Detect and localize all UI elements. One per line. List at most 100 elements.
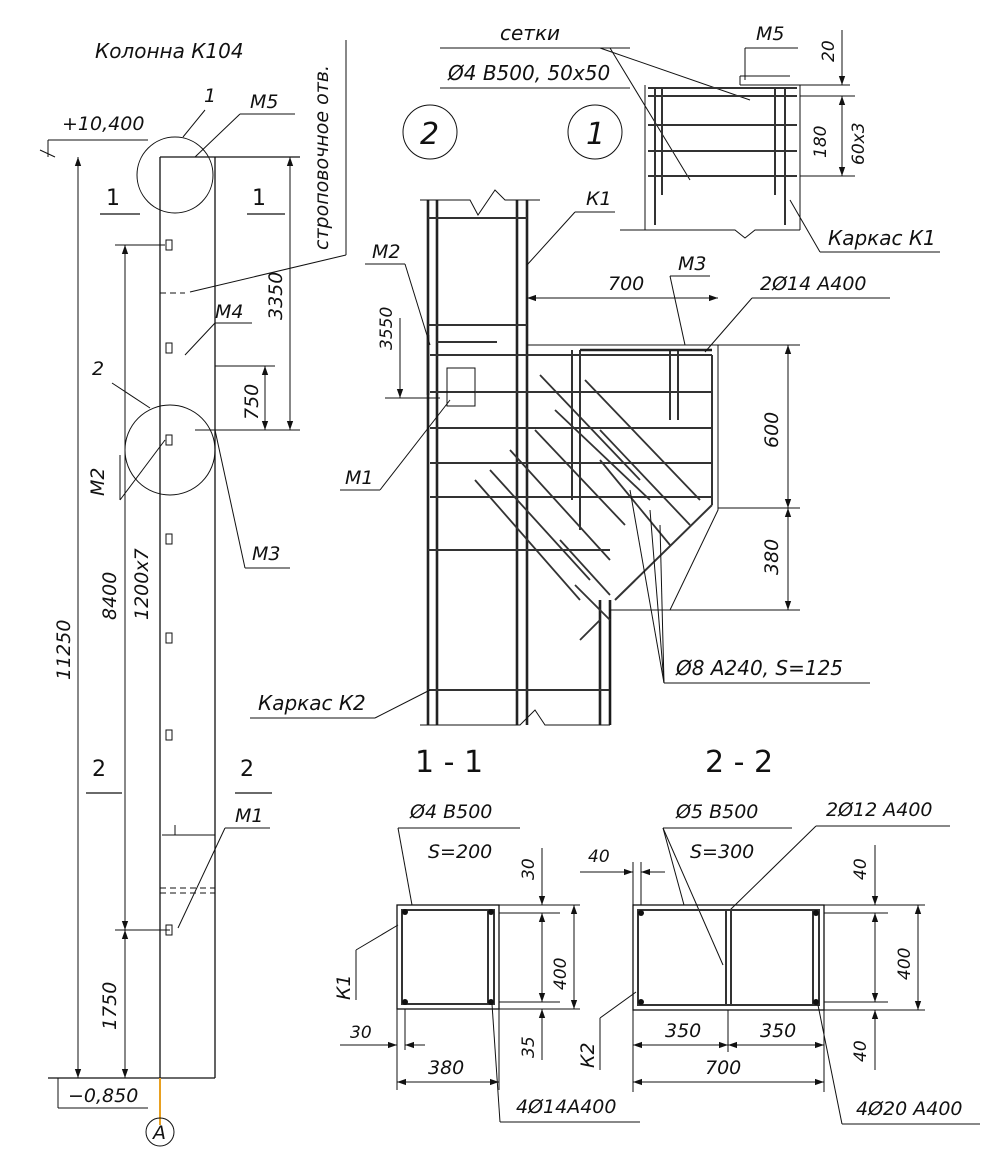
- node-detail: 2 1 сетки Ø4 В500, 50x50 М5: [250, 21, 940, 726]
- detail-circle-2: [124, 404, 216, 496]
- dim-750: 750: [241, 384, 263, 420]
- k1-label: К1: [586, 188, 612, 210]
- m5-leader: [194, 113, 241, 158]
- node-2-circle: [402, 104, 458, 160]
- s11-spec-leader: [397, 827, 413, 906]
- rebar-2d14-leader: [704, 297, 753, 353]
- cut1-right-label: 1: [252, 186, 266, 211]
- node-1-circle: [567, 104, 623, 160]
- s22-rebar-1: [638, 910, 644, 916]
- node-2-label: 2: [420, 117, 439, 152]
- s11-dim-35: 35: [519, 1036, 539, 1058]
- mesh-leader-a: [599, 47, 751, 101]
- s11-step: S=200: [428, 841, 492, 863]
- s11-dim-380: 380: [428, 1057, 464, 1079]
- s22-dim-700: 700: [705, 1057, 741, 1079]
- elev-top-tick2: [39, 149, 56, 158]
- cut1-left-label: 1: [106, 186, 120, 211]
- sling-hole-leader: [189, 254, 347, 293]
- dim-11250: 11250: [53, 620, 75, 680]
- s22-step: S=300: [690, 841, 754, 863]
- s11-dim-30-left: 30: [350, 1023, 372, 1043]
- stirrups-leader-a: [629, 489, 665, 684]
- s11-stirrup: [401, 909, 495, 1005]
- s22-dim-400: 400: [895, 948, 915, 980]
- s11-rebar-4: [488, 999, 494, 1005]
- s22-k2-leader: [599, 991, 637, 1019]
- s22-rebar-2: [813, 910, 819, 916]
- s22-rebar-top: 2Ø12 А400: [826, 799, 933, 821]
- dim-180: 180: [811, 126, 831, 158]
- dim-20: 20: [819, 40, 839, 62]
- m1-label: М1: [235, 805, 263, 827]
- top-mesh-detail: [620, 75, 850, 239]
- dim-600: 600: [761, 412, 783, 448]
- m2-leader: [119, 439, 166, 501]
- m3-label: М3: [252, 543, 280, 565]
- dim-8400: 8400: [99, 572, 121, 620]
- m1-leader: [177, 827, 226, 929]
- dim-60x3: 60x3: [849, 122, 869, 165]
- section-2-2-title: 2 - 2: [705, 745, 773, 780]
- m3-node-leader: [669, 275, 686, 346]
- s11-dim-30-top: 30: [519, 858, 539, 880]
- mesh-leader-b: [609, 47, 691, 181]
- s22-dim-40-bottom: 40: [851, 1040, 871, 1062]
- s22-dim-40-top: 40: [851, 858, 871, 880]
- s22-dim-350b: 350: [760, 1020, 796, 1042]
- callout-1-label: 1: [204, 85, 216, 107]
- elev-top-label: +10,400: [62, 113, 144, 135]
- dim-380: 380: [761, 539, 783, 575]
- s22-rebar-top-leader: [729, 825, 817, 911]
- frame-k1-label: Каркас К1: [828, 226, 936, 250]
- node-column-bars: [420, 189, 612, 726]
- sling-hole-label: строповочное отв.: [311, 65, 333, 250]
- m2-plate: [426, 335, 500, 407]
- m1-node-leader: [379, 399, 451, 491]
- s11-outline: [396, 904, 500, 1010]
- m3-leader: [214, 429, 246, 569]
- m5-label: М5: [250, 91, 278, 113]
- m3-node-label: М3: [678, 253, 706, 275]
- m2-node-leader: [404, 263, 431, 346]
- m4-leader: [184, 322, 216, 356]
- stirrups-leader-c: [659, 524, 665, 684]
- column-title: Колонна К104: [95, 39, 244, 63]
- callout-2-leader: [111, 382, 151, 409]
- dim-700: 700: [608, 273, 644, 295]
- s22-bars-leader: [817, 1004, 843, 1125]
- s22-spec-leader-b: [662, 827, 724, 966]
- cut2-right-label: 2: [240, 757, 254, 782]
- frame-k1-leader: [789, 199, 821, 253]
- dim-1200x7: 1200x7: [131, 548, 153, 620]
- frame-k2-leader: [374, 689, 431, 719]
- s22-k2-label: К2: [577, 1042, 599, 1068]
- column-elevation: Колонна К104 +10,400 1 2 М5 строповочное…: [39, 39, 347, 1147]
- stirrups-leader-b: [649, 509, 665, 684]
- callout-1-leader: [182, 109, 206, 138]
- s22-rebar-4: [813, 999, 819, 1005]
- s11-rebar-1: [402, 909, 408, 915]
- m2-label: М2: [87, 468, 109, 496]
- node-1-label: 1: [586, 117, 605, 152]
- mesh-spec: Ø4 В500, 50x50: [447, 61, 610, 85]
- section-1-1: 1 - 1 Ø4 В500 S=200 30 400 35 К1 30 380: [333, 745, 640, 1123]
- corbel: [430, 344, 719, 725]
- s22-spec: Ø5 В500: [675, 801, 758, 823]
- stirrups-label: Ø8 А240, S=125: [675, 656, 843, 680]
- mesh-label: сетки: [500, 21, 560, 45]
- detail-circle-1: [136, 136, 214, 214]
- s11-k1-label: К1: [333, 974, 355, 1000]
- elev-bottom-label: −0,850: [68, 1085, 138, 1107]
- s22-rebar-3: [638, 999, 644, 1005]
- dim-1750: 1750: [99, 982, 121, 1030]
- m4-label: М4: [215, 301, 243, 323]
- m2-node-label: М2: [372, 241, 400, 263]
- s11-k1-leader: [355, 924, 399, 951]
- s22-bars-label: 4Ø20 А400: [856, 1098, 963, 1120]
- s11-bars-label: 4Ø14А400: [516, 1096, 616, 1118]
- callout-2-label: 2: [92, 358, 104, 380]
- dim-3350: 3350: [265, 272, 287, 320]
- s22-spec-leader-a: [662, 827, 685, 906]
